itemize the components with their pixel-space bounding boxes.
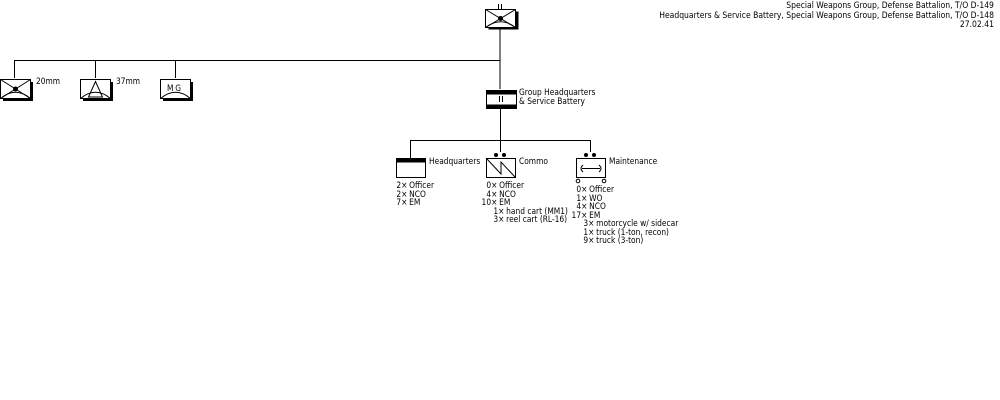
- list-item: 2×Officer: [396, 181, 435, 191]
- hq-battery-symbol: [486, 90, 517, 109]
- headquarters-label: Headquarters: [429, 157, 481, 167]
- aa-37mm-symbol: [80, 79, 113, 101]
- list-item: 1×hand cart (MM1): [493, 206, 568, 217]
- list-item: 1×truck (1-ton, recon): [583, 227, 669, 238]
- mg-label: MG: [167, 84, 183, 94]
- list-item: 17×EM: [571, 210, 601, 221]
- list-item: 3×reel cart (RL-16): [493, 215, 568, 225]
- header-title-1: Special Weapons Group, Defense Battalion…: [786, 1, 994, 11]
- maintenance-personnel-list: 0×Officer 1×WO 4×NCO 17×EM 3×motorcycle …: [568, 186, 693, 246]
- mg-symbol: [160, 79, 193, 101]
- header-title-2: Headquarters & Service Battery, Special …: [659, 10, 994, 21]
- header-date: 27.02.41: [959, 20, 994, 30]
- maintenance-label: Maintenance: [609, 157, 658, 167]
- list-item: 0×Officer: [486, 181, 525, 191]
- commo-symbol: [486, 153, 516, 178]
- chart-header: Special Weapons Group, Defense Battalion…: [622, 1, 994, 31]
- headquarters-symbol: [396, 158, 426, 178]
- headquarters-personnel-list: 2×Officer 2×NCO 7×EM: [388, 182, 440, 208]
- aa-20mm-label: 20mm: [36, 77, 61, 87]
- hq-battery-label-line1: Group Headquarters: [519, 88, 596, 98]
- commo-personnel-list: 0×Officer 4×NCO 10×EM 1×hand cart (MM1) …: [478, 182, 580, 225]
- aa-37mm-label: 37mm: [116, 77, 141, 87]
- commo-label: Commo: [519, 157, 548, 167]
- list-item: 4×NCO: [576, 202, 606, 212]
- list-item: 10×EM: [481, 198, 511, 208]
- list-item: 1×WO: [576, 193, 603, 204]
- list-item: 0×Officer: [576, 185, 615, 195]
- list-item: 7×EM: [396, 198, 421, 208]
- aa-20mm-symbol: [0, 79, 33, 101]
- list-item: 2×NCO: [396, 189, 426, 200]
- top-unit-symbol: [485, 4, 519, 30]
- maintenance-symbol: [575, 153, 607, 184]
- connector-lines: [14, 28, 591, 158]
- hq-battery-label-line2: & Service Battery: [519, 97, 585, 107]
- list-item: 9×truck (3-ton): [583, 236, 644, 246]
- list-item: 4×NCO: [486, 189, 516, 200]
- list-item: 3×motorcycle w/ sidecar: [583, 219, 679, 229]
